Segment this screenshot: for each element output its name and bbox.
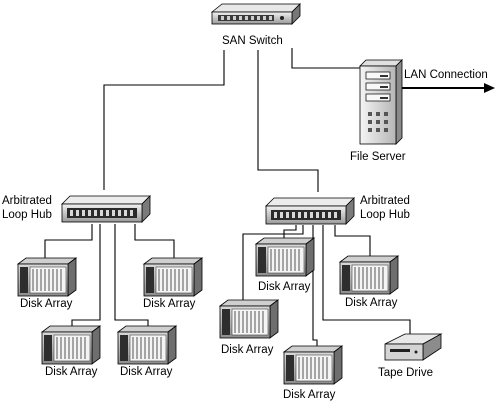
- hub-left-label-line1: Arbitrated: [2, 195, 52, 207]
- disk-array-icon-4: [117, 325, 177, 365]
- file-server-icon: [359, 59, 403, 145]
- disk-array-label-5: Disk Array: [258, 281, 311, 293]
- link-lhub-disk2: [134, 224, 175, 262]
- link-rhub-disk6: [334, 225, 371, 262]
- file-server-label: File Server: [350, 151, 406, 163]
- lan-connection-label: LAN Connection: [404, 69, 488, 81]
- disk-array-icon-8: [283, 345, 343, 385]
- hub-left-label-line2: Loop Hub: [2, 209, 52, 221]
- loop-hub-icon-left: [61, 195, 151, 223]
- disk-array-icon-7: [219, 299, 279, 339]
- link-rhub-disk5: [283, 225, 297, 245]
- lan-arrow: [402, 83, 495, 93]
- disk-array-label-7: Disk Array: [221, 344, 274, 356]
- loop-hub-icon-right: [265, 197, 355, 225]
- hub-right-label-line2: Loop Hub: [360, 209, 410, 221]
- disk-array-label-8: Disk Array: [283, 389, 336, 401]
- disk-array-label-3: Disk Array: [45, 366, 98, 378]
- san-switch-label: SAN Switch: [222, 35, 283, 47]
- disk-array-label-6: Disk Array: [345, 297, 398, 309]
- disk-array-label-1: Disk Array: [20, 298, 73, 310]
- tape-drive-label: Tape Drive: [378, 367, 433, 379]
- disk-array-icon-5: [255, 237, 315, 277]
- link-rhub-tape: [322, 225, 411, 338]
- disk-array-icon-3: [41, 325, 101, 365]
- disk-array-label-2: Disk Array: [143, 298, 196, 310]
- hub-right-label-line1: Arbitrated: [360, 195, 410, 207]
- link-switch-right-hub: [257, 50, 319, 192]
- disk-array-icon-2: [143, 257, 203, 297]
- connection-lines: [44, 48, 411, 352]
- disk-array-icon-6: [339, 255, 399, 295]
- link-switch-left-hub: [103, 50, 225, 190]
- link-rhub-disk7: [242, 225, 304, 305]
- network-switch-icon: [210, 3, 301, 25]
- link-switch-server: [291, 48, 372, 69]
- link-lhub-disk1: [44, 224, 93, 262]
- tape-drive-icon: [384, 333, 443, 361]
- disk-array-label-4: Disk Array: [120, 366, 173, 378]
- disk-array-icon-1: [17, 257, 77, 297]
